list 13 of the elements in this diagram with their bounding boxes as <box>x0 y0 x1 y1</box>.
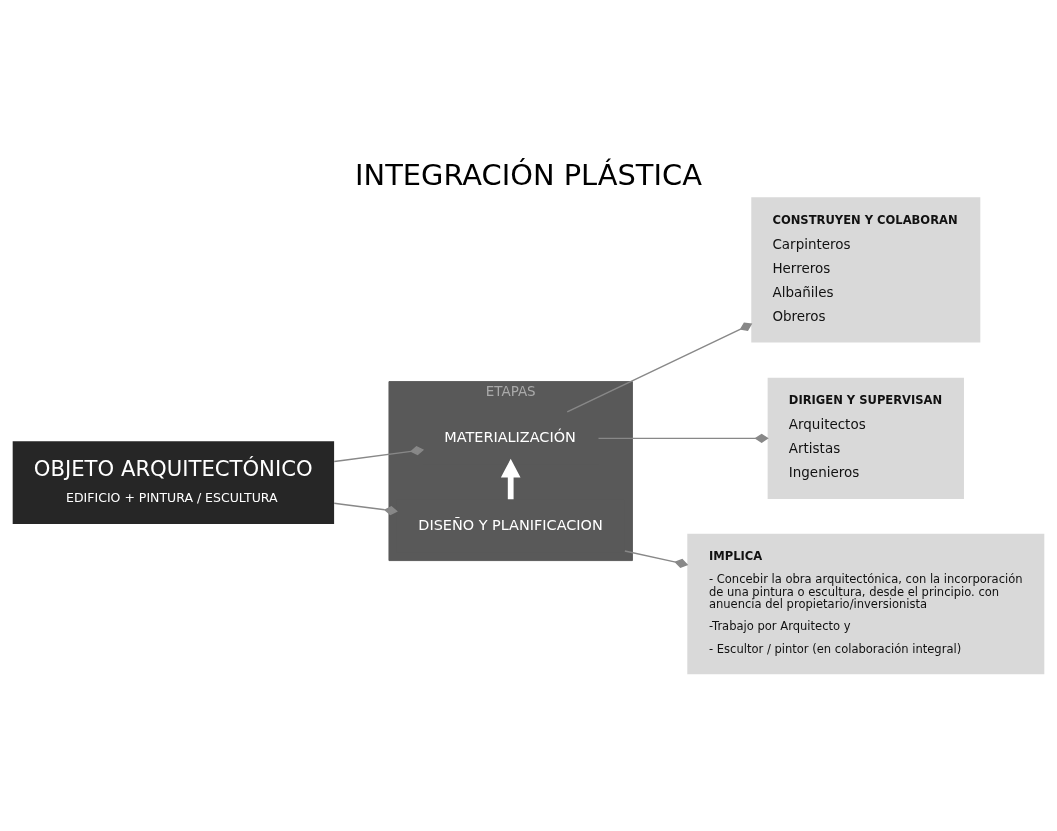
node-text: MATERIALIZACIÓN <box>444 428 576 445</box>
node-text: DISEÑO Y PLANIFICACION <box>418 516 603 533</box>
connector <box>333 502 398 515</box>
node-box: DIRIGEN Y SUPERVISAN Arquitectos Artistas Ingenieros <box>767 377 964 499</box>
connector <box>624 549 689 568</box>
connector <box>597 433 769 443</box>
node-box: IMPLICA - Concebir la obra arquitectónica, con la incorporación de una pintura o escultura, desde el principio. con anuencia del propietario/inversionista -Trabajo por Arquitecto y - Escultor / pintor (en colaboración integral) <box>687 533 1045 674</box>
connector <box>333 445 425 462</box>
connector <box>566 321 753 413</box>
node-box: CONSTRUYEN Y COLABORAN Carpinteros Herreros Albañiles Obreros <box>751 196 981 343</box>
node-box: OBJETO ARQUITECTÓNICO EDIFICIO + PINTURA / ESCULTURA <box>12 440 335 524</box>
arrow <box>500 458 521 499</box>
diagram-title: INTEGRACIÓN PLÁSTICA <box>355 157 702 192</box>
